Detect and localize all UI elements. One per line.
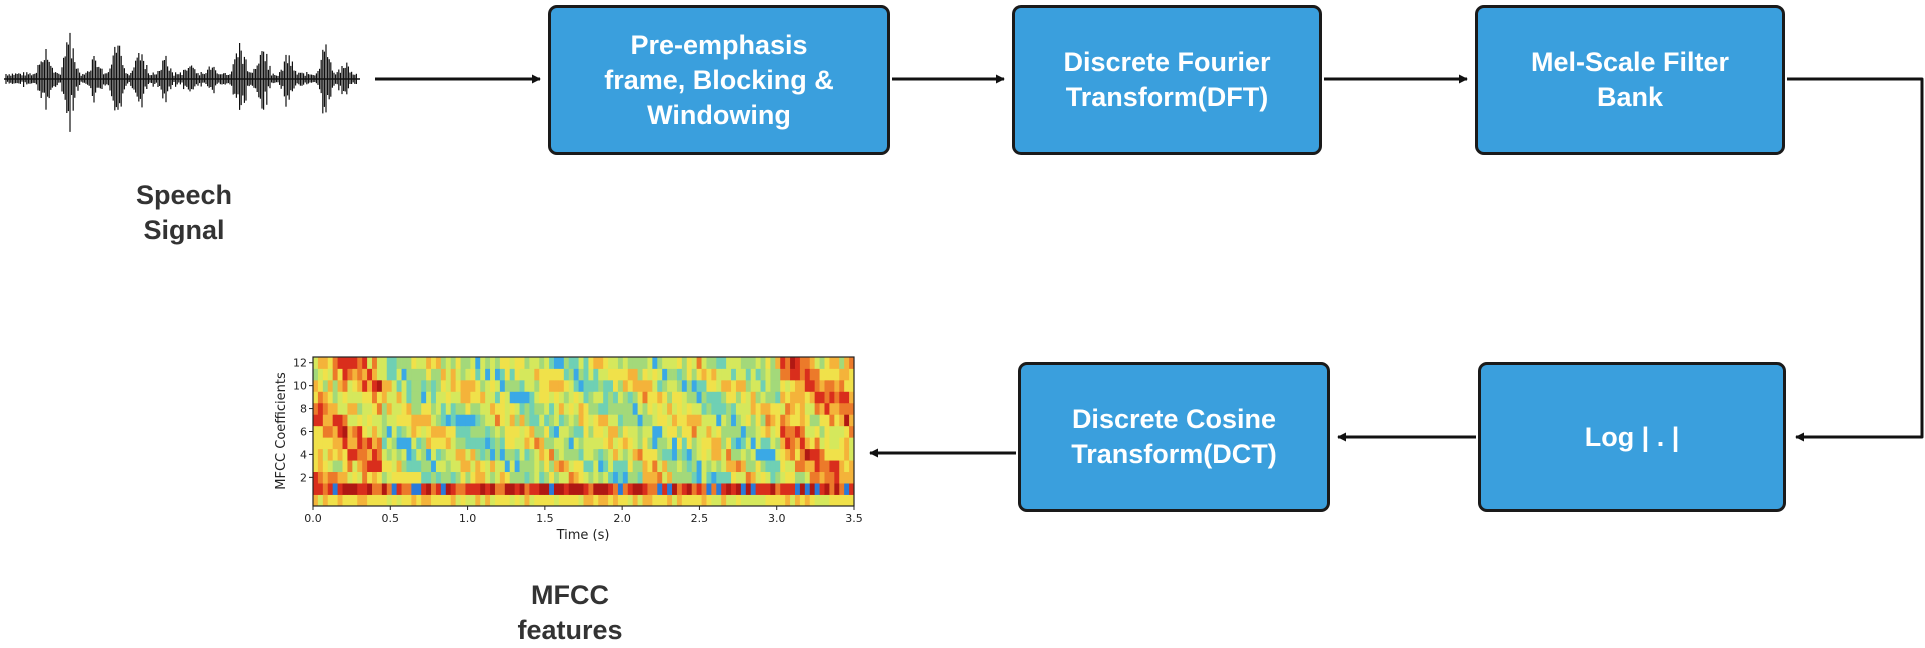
y-tick-label: 12 (293, 357, 307, 370)
block-dft: Discrete Fourier Transform(DFT) (1012, 5, 1322, 155)
y-tick-label: 4 (300, 448, 307, 461)
y-tick-label: 2 (300, 471, 307, 484)
block-label: Log | . | (1584, 421, 1680, 452)
y-axis-ticks: 2 4 6 8 10 12 (293, 357, 313, 484)
x-tick-label: 3.5 (845, 512, 863, 525)
arrow-mel-to-log (1787, 77, 1924, 442)
block-log: Log | . | (1478, 362, 1786, 512)
mfcc-features-caption: MFCC features (517, 580, 623, 645)
x-tick-label: 0.0 (304, 512, 322, 525)
x-tick-label: 2.5 (691, 512, 709, 525)
x-tick-label: 1.5 (536, 512, 554, 525)
speech-waveform-icon (4, 32, 360, 132)
x-tick-label: 0.5 (382, 512, 400, 525)
y-axis-label: MFCC Coefficients (274, 372, 289, 490)
y-tick-label: 8 (300, 403, 307, 416)
block-label: Pre-emphasis frame, Blocking & Windowing (604, 29, 834, 130)
block-mel-filter-bank: Mel-Scale Filter Bank (1475, 5, 1785, 155)
mfcc-features-plot: 0.0 0.5 1.0 1.5 2.0 2.5 3.0 3.5 2 4 6 8 10 12 Time (… (274, 356, 863, 543)
block-pre-emphasis: Pre-emphasis frame, Blocking & Windowing (548, 5, 890, 155)
x-axis-label: Time (s) (556, 528, 610, 543)
x-tick-label: 3.0 (768, 512, 786, 525)
x-tick-label: 1.0 (459, 512, 477, 525)
block-label: Mel-Scale Filter Bank (1530, 47, 1730, 112)
block-dct: Discrete Cosine Transform(DCT) (1018, 362, 1330, 512)
speech-signal-caption: Speech Signal (135, 180, 233, 245)
mfcc-heatmap (313, 357, 855, 507)
y-tick-label: 10 (293, 380, 307, 393)
x-tick-label: 2.0 (613, 512, 631, 525)
block-label: Discrete Fourier Transform(DFT) (1063, 47, 1271, 112)
block-label: Discrete Cosine Transform(DCT) (1071, 404, 1277, 469)
x-axis-ticks: 0.0 0.5 1.0 1.5 2.0 2.5 3.0 3.5 (304, 506, 863, 525)
y-tick-label: 6 (300, 426, 307, 439)
